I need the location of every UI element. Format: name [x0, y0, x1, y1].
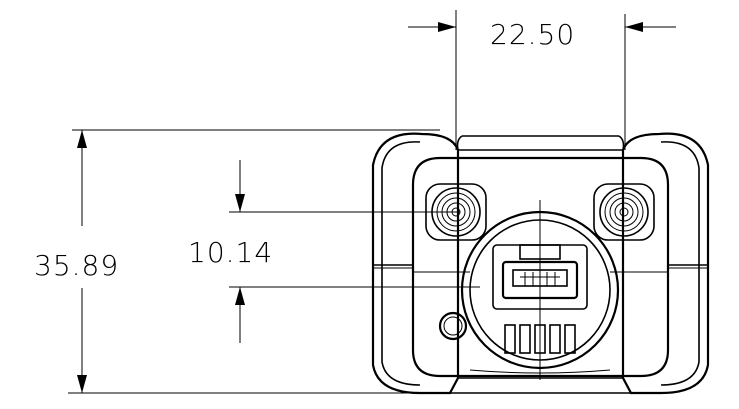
dimension-height: 35.89 [34, 129, 600, 394]
left-connector [425, 183, 487, 241]
width-dimension-label: 22.50 [490, 18, 575, 51]
dimension-width: 22.50 [408, 10, 676, 150]
device-body [371, 132, 710, 395]
offset-dimension-label: 10.14 [188, 236, 273, 269]
height-dimension-label: 35.89 [34, 249, 119, 282]
led-indicator [438, 311, 468, 341]
dimension-offset: 10.14 [188, 160, 480, 343]
right-connector [593, 183, 655, 241]
usb-port [460, 200, 620, 380]
